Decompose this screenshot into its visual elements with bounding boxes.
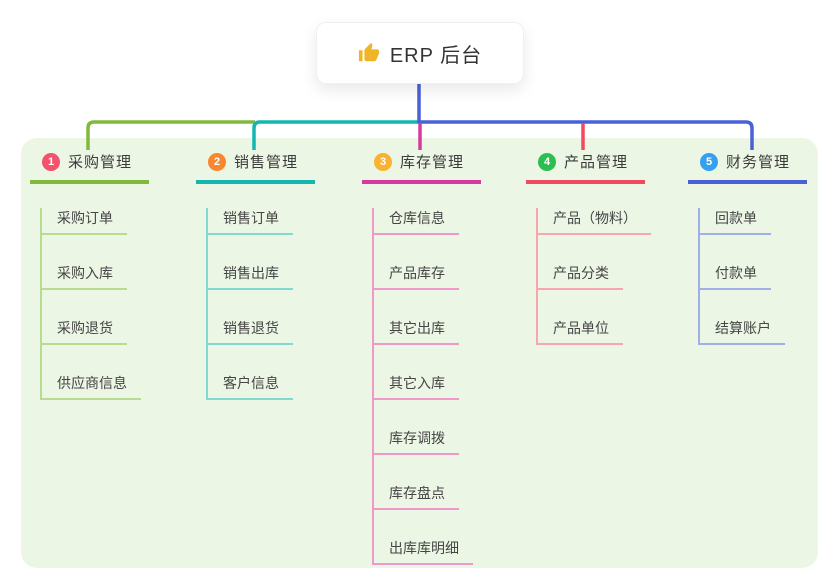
- child-node[interactable]: 产品分类: [538, 263, 623, 290]
- mindmap-panel: [21, 138, 818, 568]
- root-node[interactable]: ERP 后台: [316, 22, 524, 84]
- thumbs-up-icon: [358, 42, 380, 64]
- branch-children: 仓库信息产品库存其它出库其它入库库存调拨库存盘点出库库明细: [372, 208, 473, 565]
- branch-index-badge: 2: [208, 152, 226, 171]
- branch-node[interactable]: 1 采购管理: [30, 145, 150, 184]
- branch-node[interactable]: 3 库存管理: [362, 145, 482, 184]
- branch: 3 库存管理 仓库信息产品库存其它出库其它入库库存调拨库存盘点出库库明细: [362, 145, 482, 565]
- branch-children: 回款单付款单结算账户: [698, 208, 785, 345]
- branch: 1 采购管理 采购订单采购入库采购退货供应商信息: [30, 145, 150, 400]
- root-node-label: ERP 后台: [389, 44, 483, 67]
- child-node[interactable]: 其它入库: [374, 373, 459, 400]
- branch-label: 销售管理: [234, 154, 299, 171]
- branch-label: 库存管理: [400, 154, 465, 171]
- child-node[interactable]: 结算账户: [700, 318, 785, 345]
- child-node[interactable]: 采购退货: [42, 318, 127, 345]
- branch-index-badge: 1: [42, 152, 60, 171]
- branch-index-badge: 5: [700, 152, 718, 171]
- child-node[interactable]: 产品单位: [538, 318, 623, 345]
- child-node[interactable]: 其它出库: [374, 318, 459, 345]
- child-node[interactable]: 付款单: [700, 263, 771, 290]
- child-node[interactable]: 仓库信息: [374, 208, 459, 235]
- branch-node[interactable]: 5 财务管理: [688, 145, 808, 184]
- branch-index-badge: 4: [538, 152, 556, 171]
- child-node[interactable]: 销售退货: [208, 318, 293, 345]
- branch-label: 采购管理: [68, 154, 133, 171]
- branch-children: 销售订单销售出库销售退货客户信息: [206, 208, 293, 400]
- child-node[interactable]: 出库库明细: [374, 538, 473, 565]
- branch-label: 产品管理: [564, 154, 629, 171]
- child-node[interactable]: 采购订单: [42, 208, 127, 235]
- branch-children: 产品（物料） 产品分类产品单位: [536, 208, 651, 345]
- branch: 5 财务管理 回款单付款单结算账户: [688, 145, 808, 345]
- child-node[interactable]: 库存盘点: [374, 483, 459, 510]
- child-node[interactable]: 销售订单: [208, 208, 293, 235]
- child-node[interactable]: 客户信息: [208, 373, 293, 400]
- branch-node[interactable]: 4 产品管理: [526, 145, 646, 184]
- child-node[interactable]: 产品（物料）: [538, 208, 651, 235]
- child-node[interactable]: 产品库存: [374, 263, 459, 290]
- branch-children: 采购订单采购入库采购退货供应商信息: [40, 208, 141, 400]
- branch-node[interactable]: 2 销售管理: [196, 145, 316, 184]
- branch: 2 销售管理 销售订单销售出库销售退货客户信息: [196, 145, 316, 400]
- child-node[interactable]: 库存调拨: [374, 428, 459, 455]
- child-node[interactable]: 供应商信息: [42, 373, 141, 400]
- child-node[interactable]: 回款单: [700, 208, 771, 235]
- branch-label: 财务管理: [726, 154, 791, 171]
- child-node[interactable]: 销售出库: [208, 263, 293, 290]
- branch-index-badge: 3: [374, 152, 392, 171]
- child-node[interactable]: 采购入库: [42, 263, 127, 290]
- branch: 4 产品管理 产品（物料） 产品分类产品单位: [526, 145, 651, 345]
